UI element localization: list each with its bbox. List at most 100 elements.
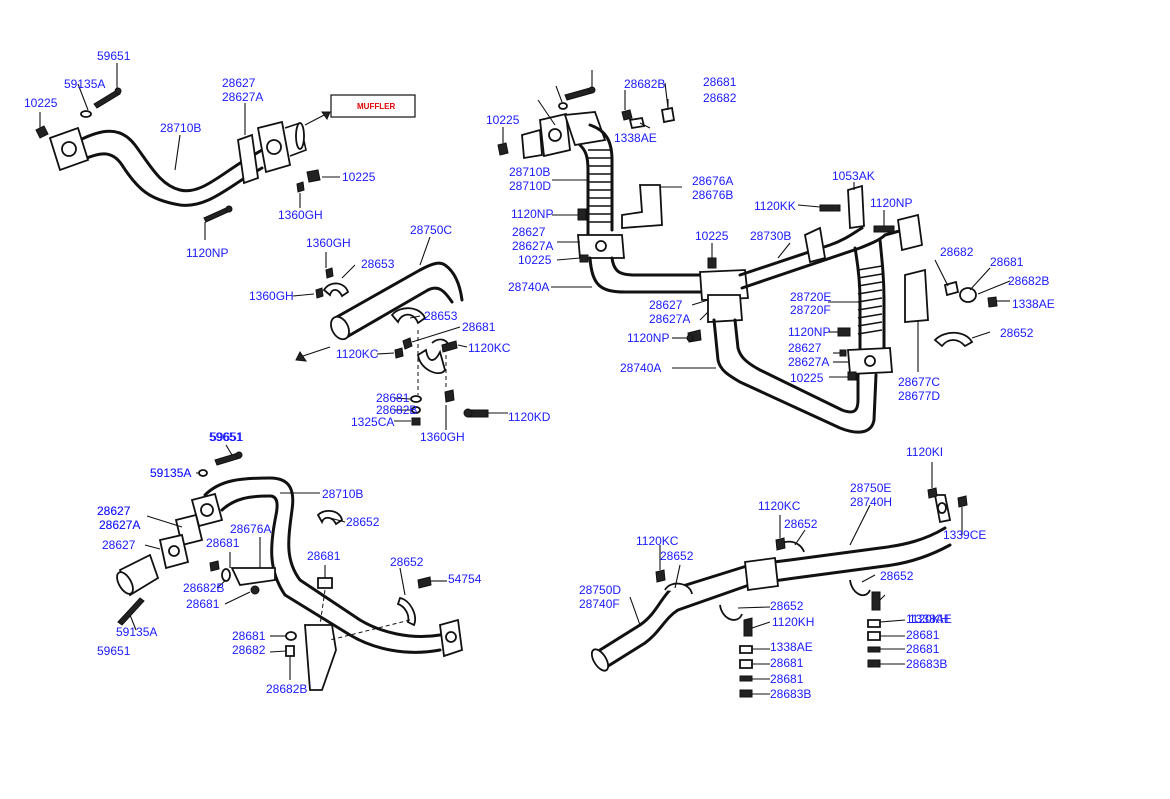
part-number-label: 28681 [770,672,804,686]
part-number-label: 1338AE [770,640,813,654]
part-number-label: 28677D [898,389,940,403]
part-number-label: 28740H [850,495,892,509]
part-number-label: 54754 [448,572,482,586]
part-number-label: 59135A [64,77,105,91]
part-number-label: 1120KC [336,347,379,361]
part-number-label: 28681 [770,656,804,670]
part-number-label: 28682 [940,245,974,259]
mid-flange [237,133,259,185]
part-number-label: 10225 [342,170,376,184]
part-number-label: 28682B [624,77,665,91]
part-number-label: 59651 [209,430,243,444]
part-number-label: 28627A [222,90,263,104]
part-number-label: 28681 [307,549,341,563]
part-number-label: 1120NP [511,207,553,221]
flex-bellows-1 [588,149,612,223]
part-number-label: 1325CA [351,415,394,429]
part-number-label: 28627 [788,341,822,355]
front-pipe-assembly: MUFFLER [35,63,416,240]
part-number-label: 28682B [1008,274,1049,288]
part-number-label: 28627A [512,239,553,253]
part-number-label: 1360GH [306,236,351,250]
part-number-label: 59651 [97,644,131,658]
part-number-label: 28681 [906,628,940,642]
part-number-label: 28676A [692,174,733,188]
part-labels: 5965159135A1022528710B2862728627A1022513… [24,49,1055,701]
part-number-label: 1053AK [832,169,875,183]
part-number-label: 1120NP [627,331,669,345]
part-number-label: 28683B [906,657,947,671]
part-number-label: 59651 [210,430,244,444]
part-number-label: 10225 [24,96,58,110]
part-number-label: 28652 [346,515,380,529]
part-number-label: 28627 [102,538,136,552]
part-number-label: 28681 [462,320,496,334]
part-number-label: 28682 [703,91,737,105]
part-number-label: 28627A [788,355,829,369]
part-number-label: 10225 [486,113,520,127]
part-number-label: 28740A [508,280,549,294]
part-number-label: 28710D [509,179,551,193]
part-number-label: 28740F [579,597,620,611]
part-number-label: 28682B [183,581,224,595]
part-number-label: 28730B [750,229,791,243]
part-number-label: 28627 [649,298,683,312]
part-number-label: 59135A [116,625,157,639]
part-number-label: 10225 [695,229,729,243]
part-number-label: 28740A [620,361,661,375]
part-number-label: 28720E [790,290,831,304]
part-number-label: 1120KC [468,341,511,355]
muffler-box [330,94,416,118]
part-number-label: 28682 [232,643,266,657]
single-pipe-assembly [116,444,463,691]
part-number-label: 28677C [898,375,940,389]
part-number-label: 28681 [186,597,220,611]
part-number-label: 28682B [266,682,307,696]
part-number-label: 28627 [97,504,131,518]
part-number-label: 59135A [150,466,191,480]
part-number-label: 28652 [784,517,818,531]
part-number-label: 28681 [206,536,240,550]
part-number-label: 28683B [770,687,811,701]
part-number-label: 1338AE [614,131,657,145]
part-number-label: 28627A [649,312,690,326]
part-number-label: 28750D [579,583,621,597]
part-number-label: 28627 [512,225,546,239]
part-number-label: 28627A [99,518,140,532]
part-number-label: 1120KC [758,499,801,513]
part-number-label: 1120KC [636,534,679,548]
dual-pipe-assembly [497,70,1011,434]
part-number-label: 1120NP [788,325,830,339]
part-number-label: 28681 [232,629,266,643]
part-number-label: 1360GH [249,289,294,303]
part-number-label: 1360GH [420,430,465,444]
part-number-label: 28627 [222,76,256,90]
part-number-label: 28710B [160,121,201,135]
part-number-label: 10225 [790,371,824,385]
part-number-label: 28681 [376,391,410,405]
part-number-label: 28627 [97,504,131,518]
part-number-label: 28750C [410,223,452,237]
muffler-label: MUFFLER [357,102,395,111]
part-number-label: 1120KI [906,445,943,459]
flex-bellows-2 [857,265,883,335]
part-number-label: 28652 [770,599,804,613]
part-number-label: 1120KH [906,612,948,626]
part-number-label: 28710B [509,165,550,179]
part-number-label: 28676B [692,188,733,202]
part-number-label: 28653 [424,309,458,323]
part-number-label: 28750E [850,481,891,495]
part-number-label: 28681 [906,642,940,656]
part-number-label: 1338AE [909,612,952,626]
part-number-label: 28676A [230,522,271,536]
part-number-label: 1360GH [278,208,323,222]
part-number-label: 59651 [97,49,131,63]
part-number-label: 59135A [150,466,191,480]
rear-pipe-assembly [590,462,968,698]
part-number-label: 1120KH [772,615,814,629]
part-number-label: 28681 [703,75,737,89]
part-number-label: 28653 [361,257,395,271]
part-number-label: 28652 [1000,326,1034,340]
part-number-label: 28652 [880,569,914,583]
